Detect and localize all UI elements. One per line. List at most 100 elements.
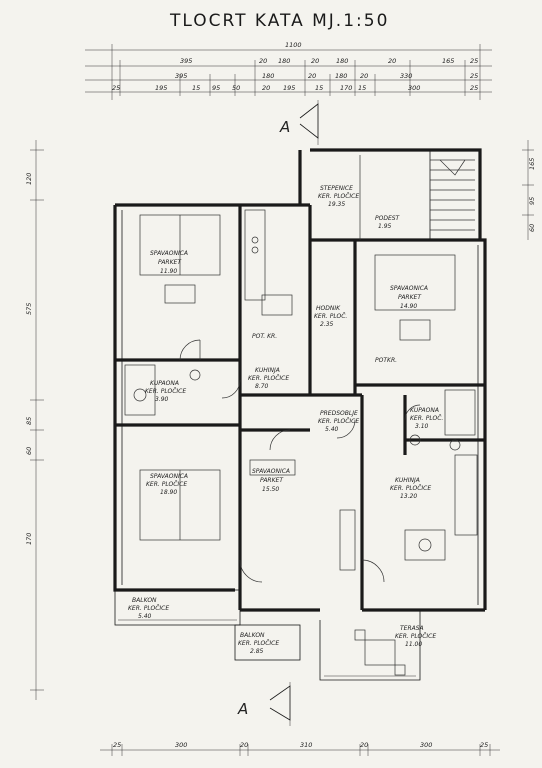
room-area-bathroom-2: 3.10 <box>415 423 429 430</box>
dim-top-4: 20 <box>262 84 270 92</box>
dim-top-2: 20 <box>259 57 267 65</box>
room-floor-lobby: KER. PLOČICE <box>318 418 359 425</box>
room-area-lobby: 5.40 <box>325 426 339 433</box>
room-name-bathroom-2: KUPAONA <box>410 407 439 414</box>
section-label-bottom: A <box>237 700 248 718</box>
dim-top-4: 195 <box>155 84 167 92</box>
balconies <box>114 589 421 681</box>
dim-top-2: 395 <box>180 57 192 65</box>
room-floor-bathroom-1: KER. PLOČICE <box>145 388 186 395</box>
room-name-terrace: TERASA <box>400 625 424 632</box>
room-floor-bedroom-4: PARKET <box>260 477 284 484</box>
dim-left: 120 <box>25 173 33 185</box>
dim-top-4: 95 <box>212 84 220 92</box>
room-name-hallway: HODNIK <box>316 305 341 312</box>
room-floor-kitchen-2: KER. PLOČICE <box>390 485 431 492</box>
dim-top-3: 180 <box>262 72 274 80</box>
dim-top-4: 25 <box>470 84 478 92</box>
room-floor-bathroom-2: KER. PLOČ. <box>410 415 443 422</box>
dim-left: 85 <box>25 417 33 425</box>
plan-title: TLOCRT KATA MJ.1:50 <box>169 11 389 31</box>
dim-top-2: 20 <box>388 57 396 65</box>
dim-top-3: 25 <box>470 72 478 80</box>
dim-bottom: 20 <box>360 741 368 749</box>
bottom-dimension-lines: 25 300 20 310 20 300 25 <box>100 741 500 756</box>
room-area-balcony-2: 2.85 <box>250 648 264 655</box>
dim-top-2: 180 <box>278 57 290 65</box>
dim-top-4: 15 <box>358 84 366 92</box>
dim-bottom: 310 <box>300 741 312 749</box>
dim-bottom: 20 <box>240 741 248 749</box>
room-name-stairs: STEPENICE <box>320 185 353 192</box>
dim-top-3: 330 <box>400 72 412 80</box>
top-dimension-texts: 1100 395 20 180 20 180 20 165 25 395 180… <box>112 41 478 92</box>
room-name-bedroom-2: SPAVAONICA <box>390 285 428 292</box>
room-floor-kitchen-1: KER. PLOČICE <box>248 375 289 382</box>
dim-top-4: 300 <box>408 84 420 92</box>
room-area-bedroom-1: 11.90 <box>160 268 177 275</box>
room-name-bathroom-1: KUPAONA <box>150 380 179 387</box>
room-name-bedroom-1: SPAVAONICA <box>150 250 188 257</box>
dim-top-3: 395 <box>175 72 187 80</box>
room-floor-bedroom-1: PARKET <box>158 259 182 266</box>
room-name-bedroom-3: SPAVAONICA <box>150 473 188 480</box>
dim-top-2: 20 <box>311 57 319 65</box>
dim-top-3: 180 <box>335 72 347 80</box>
landing-area: 1.95 <box>378 223 392 230</box>
dim-left: 60 <box>25 447 33 455</box>
doors <box>179 339 421 583</box>
top-dimension-lines <box>85 44 492 100</box>
dim-top-2: 25 <box>470 57 478 65</box>
staircase <box>359 155 475 240</box>
section-label-top: A <box>279 118 290 136</box>
dim-top-4: 50 <box>232 84 240 92</box>
left-dimension-lines: 120 575 85 60 170 <box>25 140 44 700</box>
room-area-terrace: 11.00 <box>405 641 422 648</box>
room-area-bedroom-2: 14.90 <box>400 303 417 310</box>
right-dimension-lines: 165 95 60 <box>522 140 536 240</box>
room-floor-balcony-2: KER. PLOČICE <box>238 640 279 647</box>
dim-top-3: 20 <box>360 72 368 80</box>
room-name-kitchen-2: KUHINJA <box>395 477 420 484</box>
room-floor-bedroom-3: KER. PLOČICE <box>146 481 187 488</box>
room-name-lobby: PREDSOBLJE <box>320 410 358 417</box>
dim-left: 170 <box>25 533 33 545</box>
room-area-bedroom-4: 15.50 <box>262 486 279 493</box>
dim-top-4: 195 <box>283 84 295 92</box>
dim-right: 60 <box>528 224 536 232</box>
dim-right: 165 <box>528 158 536 170</box>
dim-bottom: 300 <box>175 741 187 749</box>
chimney-label-2: POTKR. <box>375 357 397 364</box>
furniture <box>124 209 478 676</box>
room-area-bathroom-1: 3.90 <box>155 396 169 403</box>
dim-top-4: 15 <box>315 84 323 92</box>
room-floor-bedroom-2: PARKET <box>398 294 422 301</box>
dim-bottom: 25 <box>113 741 121 749</box>
room-area-kitchen-2: 13.20 <box>400 493 417 500</box>
room-area-balcony-1: 5.40 <box>138 613 152 620</box>
dim-top-2: 180 <box>336 57 348 65</box>
dim-top-4: 25 <box>112 84 120 92</box>
room-area-stairs: 19.35 <box>328 201 345 208</box>
dim-top-3: 20 <box>308 72 316 80</box>
section-marker-bottom: A <box>237 682 291 726</box>
room-labels: SPAVAONICA PARKET 11.90 KUPAONA KER. PLO… <box>128 185 443 655</box>
dim-overall: 1100 <box>285 41 302 49</box>
room-name-kitchen-1: KUHINJA <box>255 367 280 374</box>
dim-bottom: 300 <box>420 741 432 749</box>
room-floor-balcony-1: KER. PLOČICE <box>128 605 169 612</box>
room-name-balcony-2: BALKON <box>240 632 265 639</box>
room-area-kitchen-1: 8.70 <box>255 383 269 390</box>
chimney-label-1: POT. KR. <box>252 333 277 340</box>
dim-top-2: 165 <box>442 57 454 65</box>
section-marker-top: A <box>279 100 319 145</box>
dim-top-4: 15 <box>192 84 200 92</box>
dim-right: 95 <box>528 197 536 205</box>
room-name-bedroom-4: SPAVAONICA <box>252 468 290 475</box>
dim-top-4: 170 <box>340 84 352 92</box>
dim-bottom: 25 <box>480 741 488 749</box>
dim-left: 575 <box>25 303 33 315</box>
room-area-hallway: 2.35 <box>320 321 334 328</box>
room-area-bedroom-3: 18.90 <box>160 489 177 496</box>
